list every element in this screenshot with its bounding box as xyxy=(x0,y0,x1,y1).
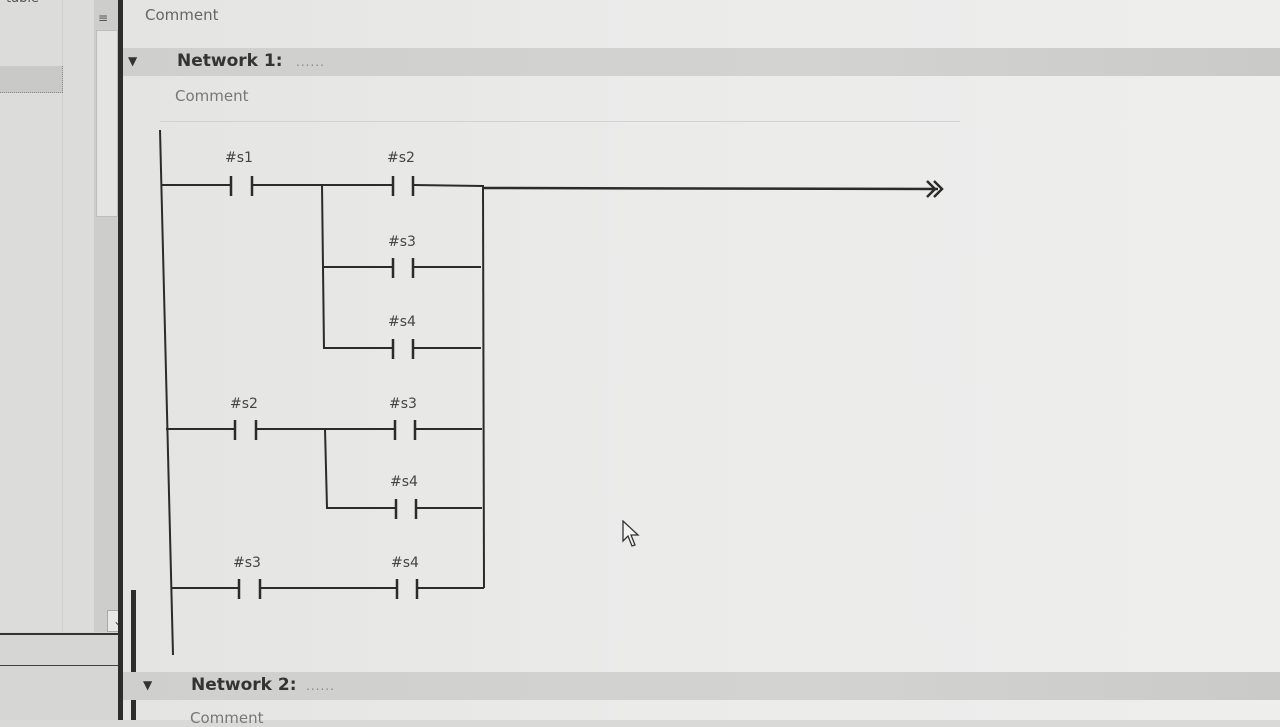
network-2-header[interactable] xyxy=(123,672,1280,700)
contact-s3 xyxy=(237,579,262,599)
ladder-editor[interactable] xyxy=(123,0,1280,720)
contact-s1 xyxy=(229,176,254,196)
menu-lines-icon[interactable]: ≡ xyxy=(97,11,109,25)
contact-label: #s1 xyxy=(225,150,253,166)
panel-divider xyxy=(0,665,130,666)
rung-join xyxy=(482,184,485,589)
triangle-down-icon[interactable]: ▼ xyxy=(128,54,138,68)
project-panel: table ≡ xyxy=(0,0,118,720)
output-line xyxy=(482,186,939,191)
comment-divider xyxy=(160,121,960,122)
selected-row[interactable] xyxy=(0,66,63,93)
contact-s3 xyxy=(393,420,417,440)
contact-s4 xyxy=(394,499,418,519)
triangle-down-icon[interactable]: ▼ xyxy=(143,678,153,692)
interface-table: table xyxy=(0,0,95,632)
column-divider xyxy=(62,0,63,632)
contact-label: #s3 xyxy=(388,234,416,250)
network-1-comment[interactable]: Comment xyxy=(175,87,249,105)
panel-title: table xyxy=(6,0,39,6)
block-comment[interactable]: Comment xyxy=(145,6,219,24)
double-arrow-output-icon xyxy=(926,180,944,198)
contact-s4 xyxy=(395,579,419,599)
contact-label: #s2 xyxy=(230,396,258,412)
panel-divider xyxy=(0,633,130,635)
contact-label: #s2 xyxy=(387,150,415,166)
scrollbar-thumb[interactable] xyxy=(96,30,118,217)
contact-s2 xyxy=(391,176,415,196)
power-rail xyxy=(159,129,174,656)
network-2-title[interactable]: Network 2: xyxy=(191,675,297,695)
contact-label: #s3 xyxy=(233,555,261,571)
network-1-title-field[interactable]: ...... xyxy=(296,55,325,69)
mouse-cursor-icon xyxy=(622,520,640,547)
contact-s4 xyxy=(391,339,415,359)
network-2-title-field[interactable]: ...... xyxy=(306,679,335,693)
contact-s2 xyxy=(233,420,258,440)
network-2-comment[interactable]: Comment xyxy=(190,709,264,727)
network-1-title[interactable]: Network 1: xyxy=(177,51,283,71)
contact-label: #s3 xyxy=(389,396,417,412)
splitter[interactable] xyxy=(118,0,123,720)
contact-label: #s4 xyxy=(388,314,416,330)
network-1-header[interactable] xyxy=(123,48,1280,76)
contact-label: #s4 xyxy=(390,474,418,490)
contact-s3 xyxy=(391,258,415,278)
contact-label: #s4 xyxy=(391,555,419,571)
splitter[interactable] xyxy=(131,590,136,720)
